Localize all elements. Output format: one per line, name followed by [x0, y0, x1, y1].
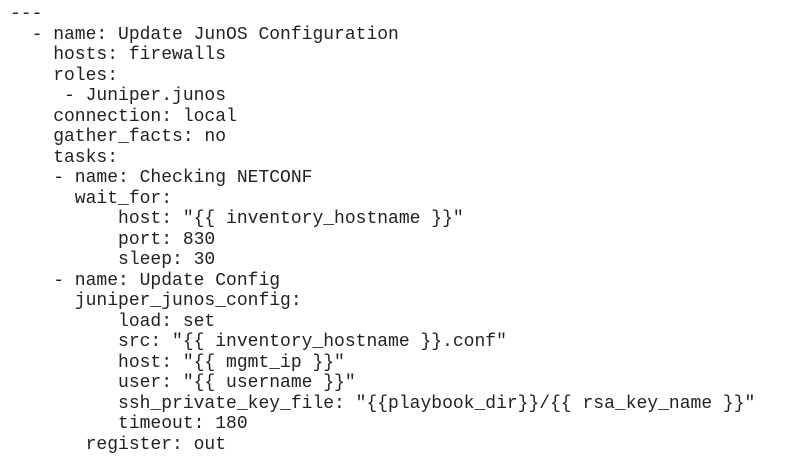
code-line: src: "{{ inventory_hostname }}.conf" [10, 332, 507, 352]
code-line: host: "{{ mgmt_ip }}" [10, 352, 345, 373]
code-line: connection: local [10, 106, 237, 127]
code-line: juniper_junos_config: [10, 291, 302, 311]
code-line: timeout: 180 [10, 414, 248, 434]
yaml-playbook-code: --- - name: Update JunOS Configuration h… [10, 4, 800, 455]
code-line: - name: Update JunOS Configuration [10, 24, 399, 45]
code-line: gather_facts: no [10, 127, 227, 147]
code-line: - name: Update Config [10, 270, 281, 291]
code-line: host: "{{ inventory_hostname }}" [10, 209, 464, 229]
code-line: port: 830 [10, 229, 216, 250]
code-line: ssh_private_key_file: "{{playbook_dir}}/… [10, 393, 756, 414]
code-line: tasks: [10, 147, 119, 168]
code-line: - name: Checking NETCONF [10, 168, 313, 188]
code-line: load: set [10, 311, 216, 332]
code-line: user: "{{ username }}" [10, 373, 356, 393]
code-line: wait_for: [10, 188, 173, 209]
code-line: - Juniper.junos [10, 86, 227, 106]
code-line: --- [10, 4, 43, 24]
code-line: sleep: 30 [10, 250, 216, 270]
code-line: register: out [10, 434, 227, 455]
code-line: hosts: firewalls [10, 45, 227, 65]
code-line: roles: [10, 65, 119, 86]
